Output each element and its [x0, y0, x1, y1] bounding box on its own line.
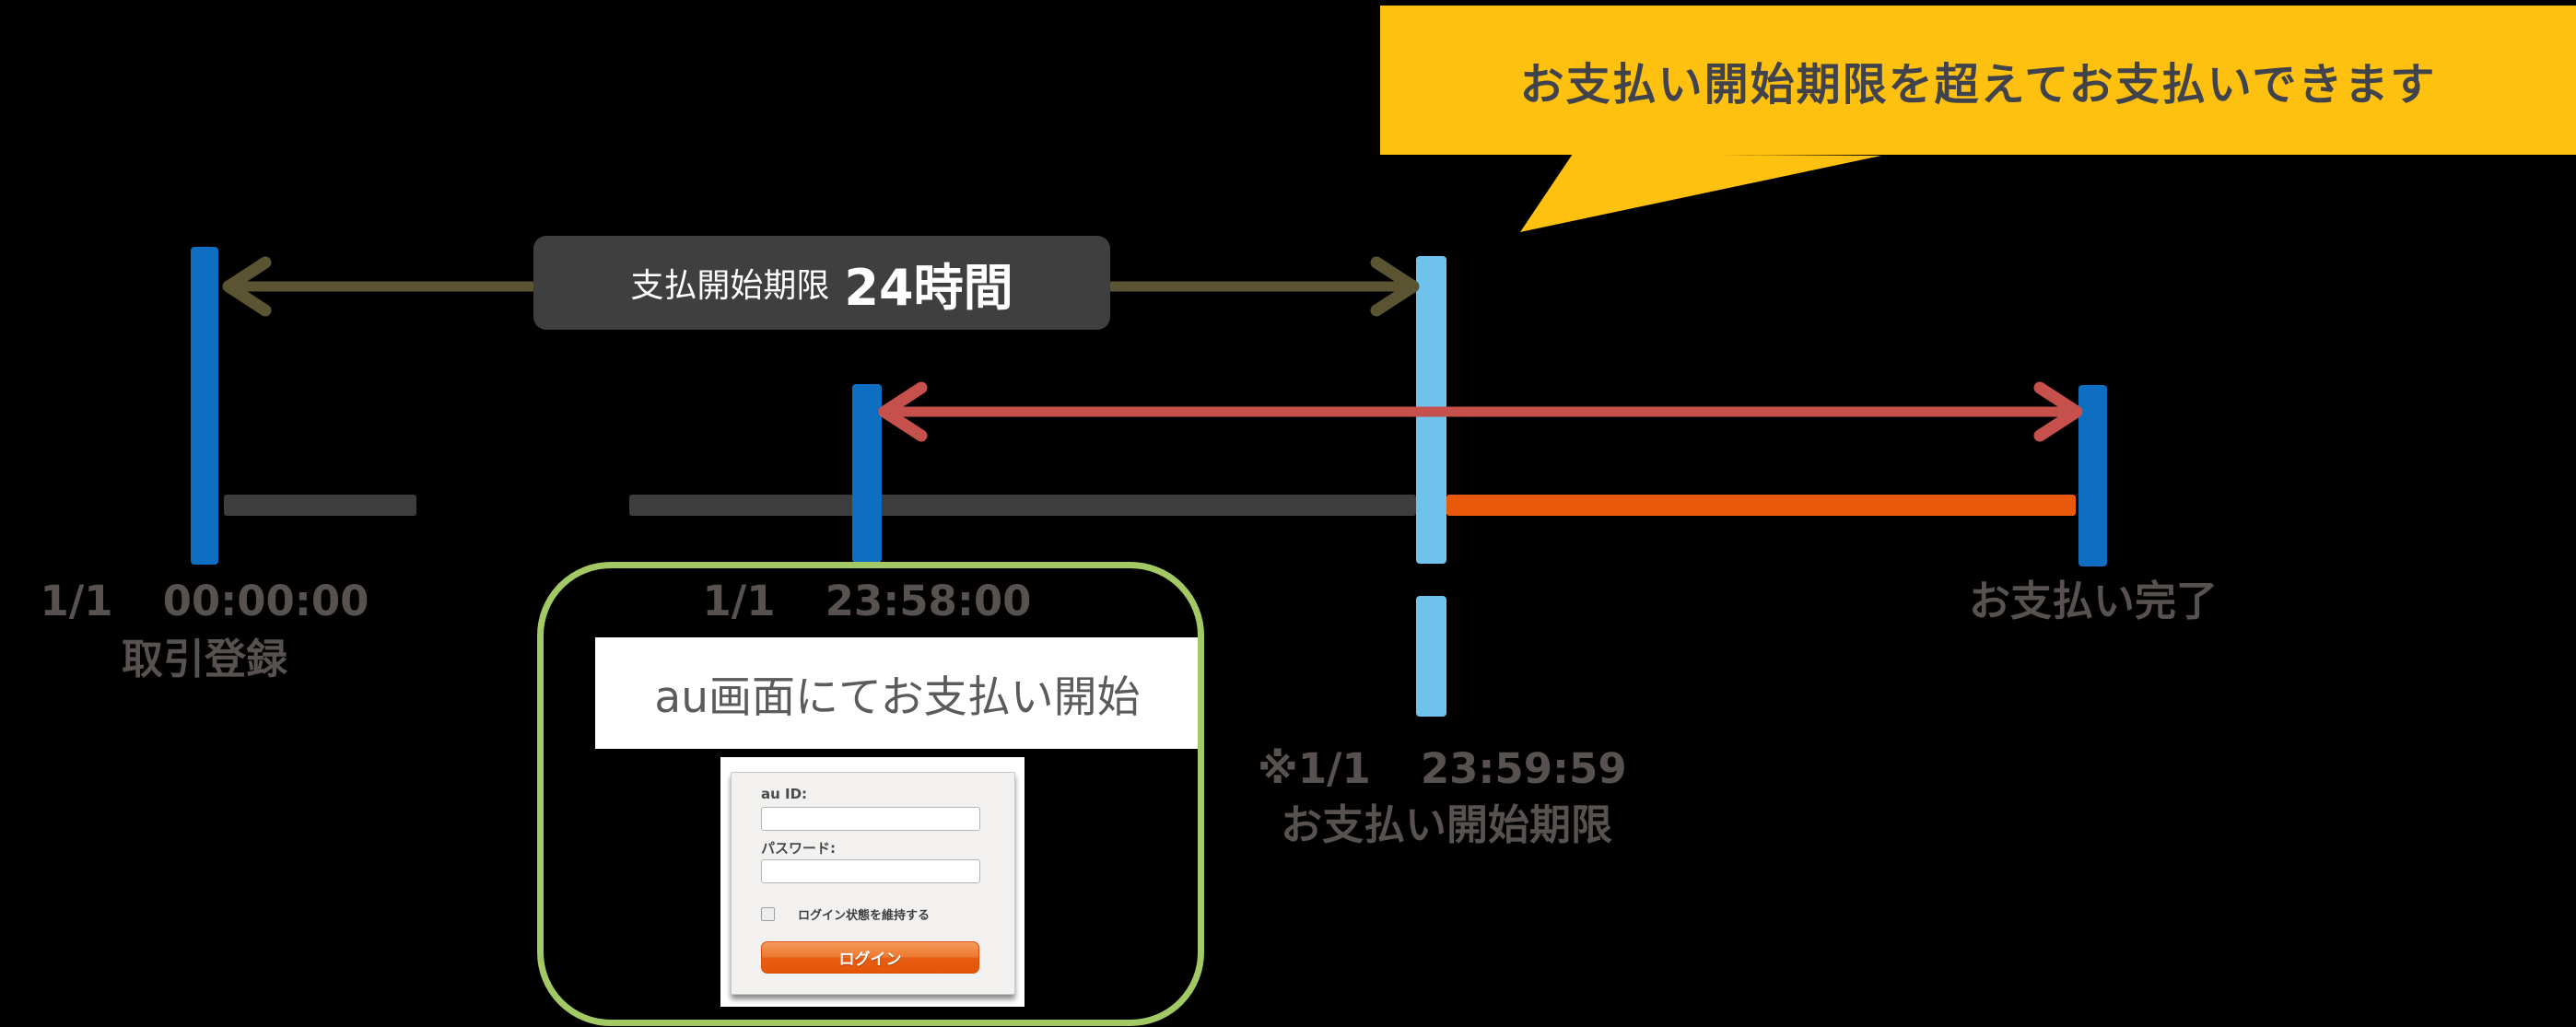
arrow-head-right-icon	[2033, 381, 2083, 442]
timeline-segment-paid	[1446, 495, 2076, 516]
au-id-label: au ID:	[761, 786, 808, 802]
payment-complete-name: お支払い完了	[1968, 577, 2218, 625]
payment-start-callout-box	[537, 562, 1204, 1026]
remember-checkbox[interactable]	[761, 906, 775, 921]
start-deadline-time: 23:59:59	[1420, 744, 1627, 793]
event-bar-deadline-upper	[1416, 256, 1446, 564]
payment-window-label-text: 支払開始期限	[630, 267, 830, 305]
payment-window-label: 支払開始期限 24時間	[533, 236, 1110, 330]
registration-datetime: 1/1 00:00:00	[20, 580, 389, 622]
au-login-panel: au ID: パスワード: ログイン状態を維持する ログイン	[731, 772, 1015, 995]
login-button[interactable]: ログイン	[761, 941, 979, 974]
start-deadline-datetime: ※1/1 23:59:59	[1258, 748, 1654, 789]
payment-start-label: 1/1 23:58:00	[637, 580, 1097, 622]
event-bar-deadline-lower	[1416, 596, 1446, 717]
payment-start-time: 23:58:00	[825, 577, 1032, 625]
au-login-screenshot: au ID: パスワード: ログイン状態を維持する ログイン	[720, 757, 1025, 1007]
registration-name: 取引登録	[121, 635, 287, 683]
callout-text: お支払い開始期限を超えてお支払いできます	[1519, 59, 2437, 111]
password-input[interactable]	[761, 859, 980, 883]
remember-row: ログイン状態を維持する	[761, 905, 1014, 923]
au-id-input[interactable]	[761, 807, 980, 831]
late-payment-arrow	[878, 381, 2083, 442]
payment-start-caption-text: au画面にてお支払い開始	[654, 672, 1141, 723]
start-deadline-name: お支払い開始期限	[1281, 800, 1613, 849]
remember-label: ログイン状態を維持する	[798, 908, 931, 923]
arrow-head-right-icon	[1370, 256, 1420, 317]
payment-complete-label: お支払い完了	[1909, 580, 2277, 622]
callout-bubble: お支払い開始期限を超えてお支払いできます	[1380, 6, 2576, 155]
arrow-head-left-icon	[878, 381, 928, 442]
password-label: パスワード:	[761, 840, 836, 857]
registration-time: 00:00:00	[162, 577, 369, 625]
callout-tail-icon	[1520, 154, 1881, 232]
event-bar-registration	[191, 247, 218, 565]
payment-start-caption: au画面にてお支払い開始	[595, 637, 1200, 749]
payment-start-date: 1/1	[702, 577, 776, 625]
event-bar-payment-complete	[2078, 385, 2107, 566]
timeline-segment-1	[224, 495, 416, 516]
start-deadline-date: ※1/1	[1258, 744, 1371, 793]
payment-window-duration: 24時間	[844, 258, 1013, 317]
start-deadline-label: ※1/1 23:59:59 お支払い開始期限	[1258, 748, 1654, 846]
arrow-head-left-icon	[222, 256, 272, 317]
registration-label: 1/1 00:00:00 取引登録	[20, 580, 389, 680]
registration-date: 1/1	[40, 577, 113, 625]
event-bar-payment-start	[852, 384, 882, 563]
payment-start-datetime: 1/1 23:58:00	[637, 580, 1097, 622]
timeline-segment-2	[629, 495, 1416, 516]
